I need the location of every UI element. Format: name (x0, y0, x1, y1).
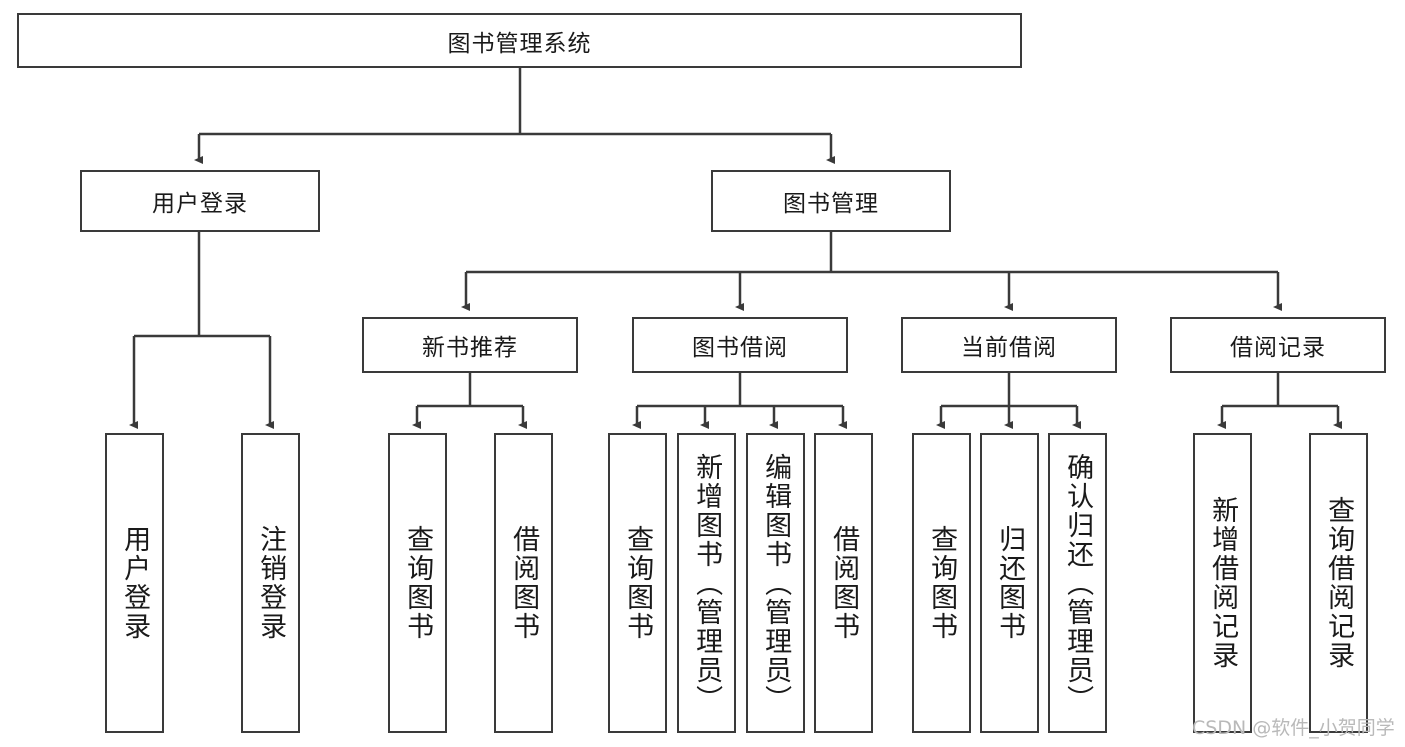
node-current-borrow-label: 当前借阅 (961, 335, 1057, 361)
node-root-label: 图书管理系统 (447, 30, 592, 57)
leaf-borrow-book-1-label: 借阅图书 (508, 525, 540, 641)
node-book-management[interactable]: 图书管理 (711, 170, 951, 232)
leaf-query-book-1[interactable]: 查询图书 (388, 433, 447, 733)
leaf-return-book-label: 归还图书 (994, 525, 1026, 641)
node-user-login[interactable]: 用户登录 (80, 170, 320, 232)
node-book-borrow[interactable]: 图书借阅 (632, 317, 848, 373)
leaf-confirm-return-label: 确认归还（管理员） (1062, 452, 1094, 714)
leaf-logout-login[interactable]: 注销登录 (241, 433, 300, 733)
leaf-query-book-3-label: 查询图书 (926, 525, 958, 641)
leaf-query-book-2[interactable]: 查询图书 (608, 433, 667, 733)
leaf-query-book-2-label: 查询图书 (622, 525, 654, 641)
leaf-user-login-label: 用户登录 (119, 525, 151, 641)
leaf-add-record-label: 新增借阅记录 (1207, 496, 1239, 670)
leaf-query-book-3[interactable]: 查询图书 (912, 433, 971, 733)
leaf-query-record-label: 查询借阅记录 (1323, 496, 1355, 670)
leaf-query-record[interactable]: 查询借阅记录 (1309, 433, 1368, 733)
leaf-edit-book[interactable]: 编辑图书（管理员） (746, 433, 805, 733)
leaf-confirm-return[interactable]: 确认归还（管理员） (1048, 433, 1107, 733)
leaf-borrow-book-2[interactable]: 借阅图书 (814, 433, 873, 733)
node-borrow-record[interactable]: 借阅记录 (1170, 317, 1386, 373)
node-current-borrow[interactable]: 当前借阅 (901, 317, 1117, 373)
node-user-login-label: 用户登录 (152, 191, 248, 217)
node-book-borrow-label: 图书借阅 (692, 335, 788, 361)
node-root[interactable]: 图书管理系统 (17, 13, 1022, 68)
leaf-return-book[interactable]: 归还图书 (980, 433, 1039, 733)
leaf-borrow-book-1[interactable]: 借阅图书 (494, 433, 553, 733)
leaf-add-book-label: 新增图书（管理员） (691, 452, 723, 714)
leaf-edit-book-label: 编辑图书（管理员） (760, 452, 792, 714)
leaf-add-book[interactable]: 新增图书（管理员） (677, 433, 736, 733)
node-book-management-label: 图书管理 (783, 191, 879, 217)
leaf-user-login[interactable]: 用户登录 (105, 433, 164, 733)
leaf-query-book-1-label: 查询图书 (402, 525, 434, 641)
leaf-borrow-book-2-label: 借阅图书 (828, 525, 860, 641)
leaf-add-record[interactable]: 新增借阅记录 (1193, 433, 1252, 733)
leaf-logout-login-label: 注销登录 (255, 525, 287, 641)
watermark: CSDN @软件_小贺同学 (1192, 717, 1395, 739)
node-borrow-record-label: 借阅记录 (1230, 335, 1326, 361)
node-new-book-recommend[interactable]: 新书推荐 (362, 317, 578, 373)
node-new-book-recommend-label: 新书推荐 (422, 335, 518, 361)
